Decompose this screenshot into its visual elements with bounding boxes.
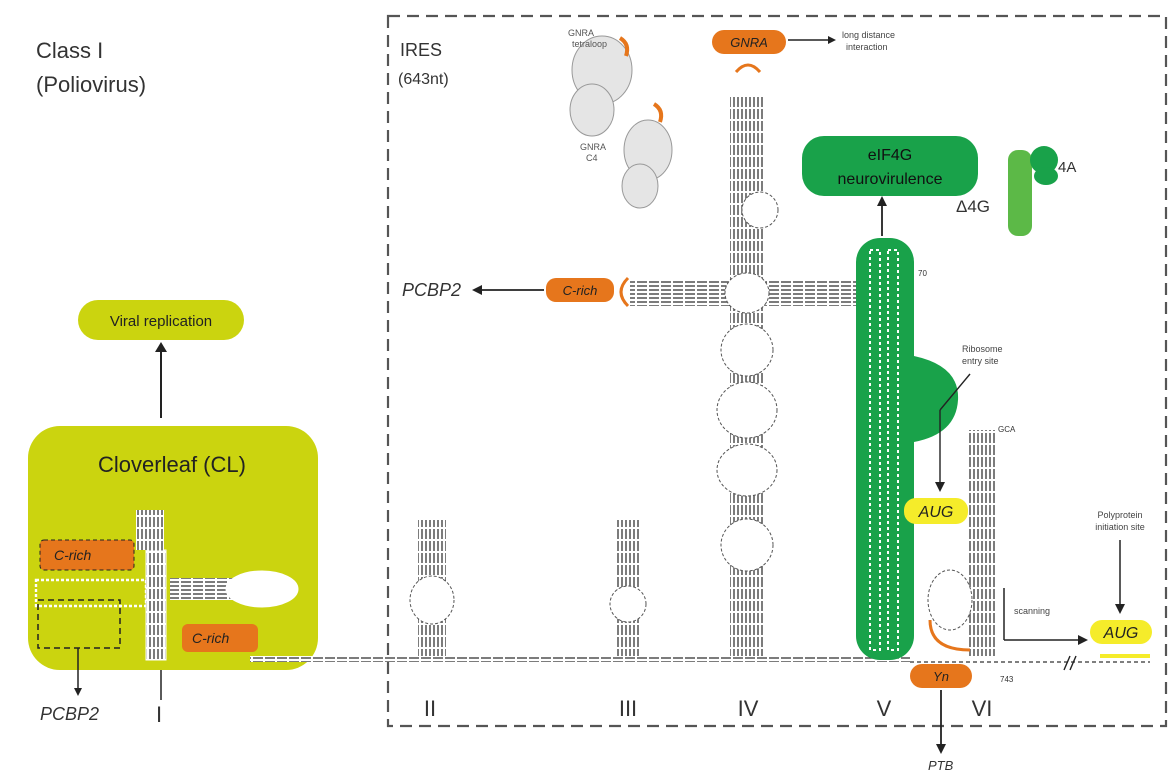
gnra-loop-arc bbox=[734, 63, 762, 74]
domain-iv-branch-left bbox=[630, 280, 730, 306]
crich-iv-box bbox=[546, 278, 614, 302]
domain-iv-junction bbox=[724, 272, 770, 314]
eif4a-label: 4A bbox=[1058, 159, 1076, 176]
domain-v-column bbox=[856, 238, 914, 660]
cl-crich-bottom: C-rich bbox=[192, 630, 230, 646]
cloverleaf-box bbox=[28, 426, 318, 670]
aug-2-box bbox=[1090, 620, 1152, 644]
ires-box bbox=[386, 14, 1168, 728]
domain-iv-loop-3 bbox=[716, 443, 778, 497]
break-mark-1 bbox=[1063, 655, 1071, 671]
aug-2-label: AUG bbox=[1103, 625, 1139, 642]
ires-title: IRES bbox=[400, 40, 442, 60]
cl-pcbp2-arrowhead bbox=[74, 688, 82, 696]
init-site-arrowhead bbox=[1115, 604, 1125, 614]
eif4g-short-label: Δ4G bbox=[956, 197, 990, 216]
cloverleaf-title: Cloverleaf (CL) bbox=[98, 452, 246, 477]
gnra-box bbox=[712, 30, 786, 54]
domain-v-label: V bbox=[877, 696, 892, 721]
gnra-orange-2 bbox=[652, 102, 664, 123]
domain-iv-branch-right bbox=[764, 280, 874, 306]
crich-iv-arc bbox=[619, 276, 630, 308]
domain-vi-loop bbox=[927, 569, 973, 631]
eif4a-shape-2 bbox=[1034, 167, 1058, 185]
eif4g-arrowhead bbox=[877, 196, 887, 206]
domain-ii-loop bbox=[409, 575, 455, 625]
domain-iv-loop-1 bbox=[720, 323, 774, 377]
domain-vi-orange bbox=[928, 619, 971, 652]
domain-vi-stem bbox=[968, 430, 996, 656]
eif4g-cylinder bbox=[1008, 150, 1032, 236]
cl-loop-c bbox=[225, 570, 299, 608]
aug-1-label: AUG bbox=[918, 504, 954, 521]
ires-length: (643nt) bbox=[398, 71, 449, 88]
eif4g-box bbox=[802, 136, 978, 196]
pcbp2-iv-arrowhead bbox=[472, 285, 482, 295]
gnra-note-arrowhead bbox=[828, 36, 836, 44]
cl-stem-b bbox=[145, 549, 167, 661]
nt-small-3: 743 bbox=[1000, 675, 1014, 684]
domain-v-stem-right bbox=[887, 249, 899, 651]
domain-iv-label: IV bbox=[738, 696, 759, 721]
rna-backbone bbox=[250, 656, 910, 662]
ptb-arrowhead bbox=[936, 744, 946, 754]
domain-v-stem-left bbox=[869, 249, 881, 651]
domain-v-bulge bbox=[914, 356, 959, 442]
gnra-label: GNRA bbox=[730, 35, 768, 50]
domain-i-label: I bbox=[156, 702, 162, 727]
cl-crich-top-box bbox=[39, 539, 135, 571]
cl-pcbp2: PCBP2 bbox=[40, 704, 99, 724]
nt-small-1: 70 bbox=[918, 269, 927, 278]
cl-crich-bottom-box bbox=[182, 624, 258, 652]
gnra-structure-1 bbox=[569, 35, 633, 137]
cl-dashed-box bbox=[37, 599, 121, 649]
virus-label: (Poliovirus) bbox=[36, 72, 146, 97]
domain-iii-loop bbox=[609, 585, 647, 623]
scanning-label: scanning bbox=[1014, 606, 1050, 616]
aug-1-box bbox=[904, 498, 968, 524]
ptb-label: PTB bbox=[928, 758, 954, 773]
viral-replication-label: Viral replication bbox=[110, 313, 212, 330]
cl-crich-top: C-rich bbox=[54, 547, 92, 563]
domain-iv-loop-4 bbox=[720, 518, 774, 572]
gnra-orange-1 bbox=[618, 36, 630, 57]
domain-vi-label: VI bbox=[972, 696, 993, 721]
pcbp2-iv-label: PCBP2 bbox=[402, 280, 461, 300]
replication-arrowhead bbox=[155, 342, 167, 352]
cl-stem-c bbox=[170, 578, 240, 600]
yn-box bbox=[910, 664, 972, 688]
gnra-structure-2 bbox=[621, 119, 673, 209]
nt-small-2: GCA bbox=[998, 425, 1016, 434]
yn-label: Yn bbox=[933, 669, 949, 684]
domain-iv-loop-5 bbox=[741, 191, 779, 229]
ribosome-arrow bbox=[939, 373, 971, 411]
domain-iii-label: III bbox=[619, 696, 637, 721]
ribosome-arrowhead bbox=[935, 482, 945, 492]
cl-stem-d bbox=[136, 510, 164, 550]
class-label: Class I bbox=[36, 38, 103, 63]
crich-iv-label: C-rich bbox=[563, 283, 598, 298]
eif4a-shape bbox=[1030, 146, 1058, 174]
viral-replication-box bbox=[78, 300, 244, 340]
domain-iv-loop-2 bbox=[716, 381, 778, 439]
domain-ii-label: II bbox=[424, 696, 436, 721]
break-mark-2 bbox=[1069, 655, 1077, 671]
scanning-arrowhead bbox=[1078, 635, 1088, 645]
